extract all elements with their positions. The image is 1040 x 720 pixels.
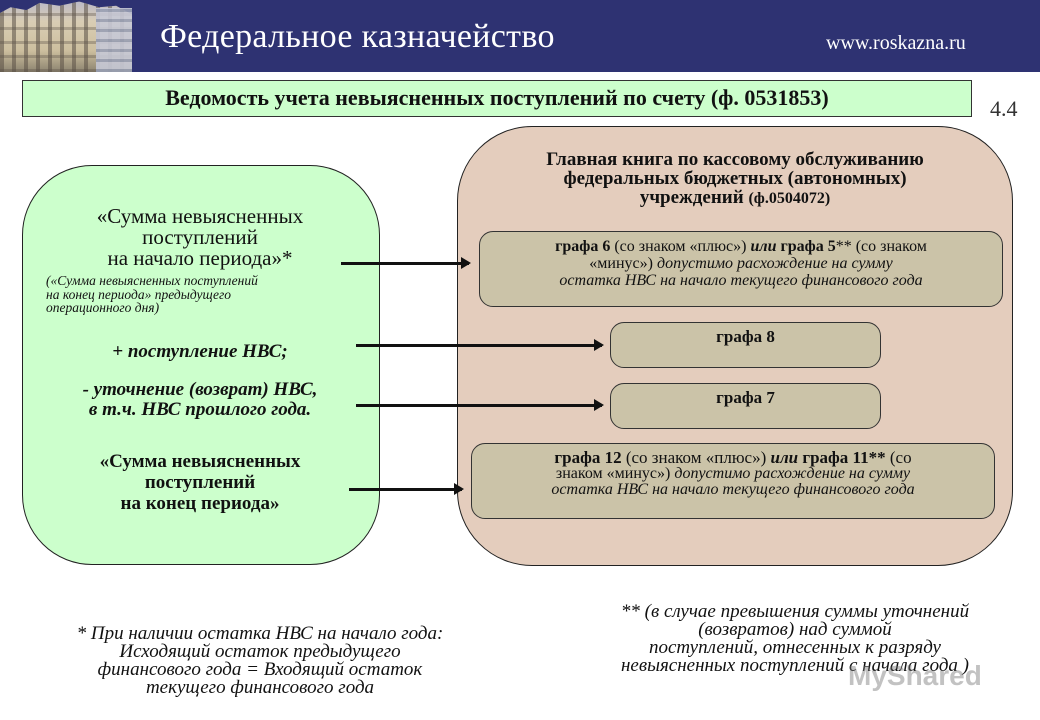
arrow-right-icon (356, 399, 604, 411)
text-line: * При наличии остатка НВС на начало года… (76, 623, 444, 644)
receipt-label: + поступление НВС; (112, 341, 288, 362)
column-label: графа 6 (555, 238, 611, 255)
text-line: текущего финансового года (145, 677, 375, 698)
text: ** (835, 238, 852, 255)
arrow-right-icon (341, 257, 471, 269)
form-code: (ф.0504072) (748, 190, 831, 207)
text: (со (885, 448, 912, 467)
watermark-logo: MyShared (848, 660, 982, 691)
text-line: Главная книга по кассовому обслуживанию (546, 149, 924, 170)
text: остатка НВС на начало текущего финансово… (551, 481, 915, 498)
text-line: финансового года = Входящий остаток (97, 659, 423, 680)
text-line: Исходящий остаток предыдущего (119, 641, 401, 662)
text-line: («Сумма невыясненных поступлений (46, 273, 258, 288)
left-panel (22, 165, 380, 565)
column-6-box: графа 6 (со знаком «плюс») или графа 5**… (479, 231, 1003, 307)
text: (со знаком «плюс») (621, 448, 771, 467)
building-photo-side (96, 8, 132, 72)
text-line: поступлений (144, 472, 256, 493)
text-line: учреждений (639, 187, 744, 208)
text: остатка НВС на начало текущего финансово… (559, 272, 923, 289)
text-line: ** (в случае превышения суммы уточнений (620, 601, 970, 622)
slide-number: 4.4 (990, 96, 1018, 121)
text: допустимо расхождение на сумму (674, 465, 911, 482)
column-label: графа 12 (554, 448, 622, 467)
footnote-1: * При наличии остатка НВС на начало года… (10, 623, 510, 698)
ledger-title: Главная книга по кассовому обслуживанию … (470, 150, 1000, 208)
text: знаком «минус») (555, 465, 675, 482)
slide-title: Ведомость учета невыясненных поступлений… (22, 80, 972, 117)
header-title: Федеральное казначейство (160, 18, 555, 55)
arrow-right-icon (349, 483, 464, 495)
text: или (750, 238, 777, 255)
text-line: «Сумма невыясненных (99, 451, 301, 472)
header-banner: Федеральное казначейство www.roskazna.ru (0, 0, 1040, 72)
text-line: (возвратов) над суммой (698, 619, 892, 640)
text: допустимо расхождение на сумму (656, 255, 893, 272)
column-8-box: графа 8 (610, 322, 881, 368)
text-line: в т.ч. НВС прошлого года. (88, 399, 312, 420)
footnote-2: ** (в случае превышения суммы уточнений … (560, 601, 1030, 676)
opening-balance-label: «Сумма невыясненных поступлений на начал… (30, 206, 370, 269)
column-12-box: графа 12 (со знаком «плюс») или графа 11… (471, 443, 995, 519)
text-line: поступлений, отнесенных к разряду (648, 637, 941, 658)
column-label: графа 11** (798, 448, 886, 467)
text-line: - уточнение (возврат) НВС, (82, 379, 318, 400)
text: «минус») (589, 255, 657, 272)
text-line: операционного дня) (46, 300, 160, 315)
closing-balance-label: «Сумма невыясненных поступлений на конец… (30, 451, 370, 514)
text-line: на конец периода» предыдущего (46, 286, 232, 302)
text: или (770, 448, 799, 467)
opening-balance-note: («Сумма невыясненных поступлений на коне… (46, 274, 376, 315)
text: (со знаком (851, 238, 927, 255)
text-line: поступлений (142, 225, 258, 249)
text-line: на начало периода»* (107, 246, 293, 270)
text: (со знаком «плюс») (610, 238, 751, 255)
header-url[interactable]: www.roskazna.ru (826, 32, 966, 54)
text-line: федеральных бюджетных (автономных) (563, 168, 907, 189)
column-label: графа 5 (776, 238, 836, 255)
column-7-box: графа 7 (610, 383, 881, 429)
text-line: «Сумма невыясненных (96, 204, 304, 228)
text-line: на конец периода» (120, 493, 280, 514)
text-line: невыясненных поступлений с начала года ) (620, 655, 970, 676)
arrow-right-icon (356, 339, 604, 351)
refund-label: - уточнение (возврат) НВС, в т.ч. НВС пр… (30, 380, 370, 420)
